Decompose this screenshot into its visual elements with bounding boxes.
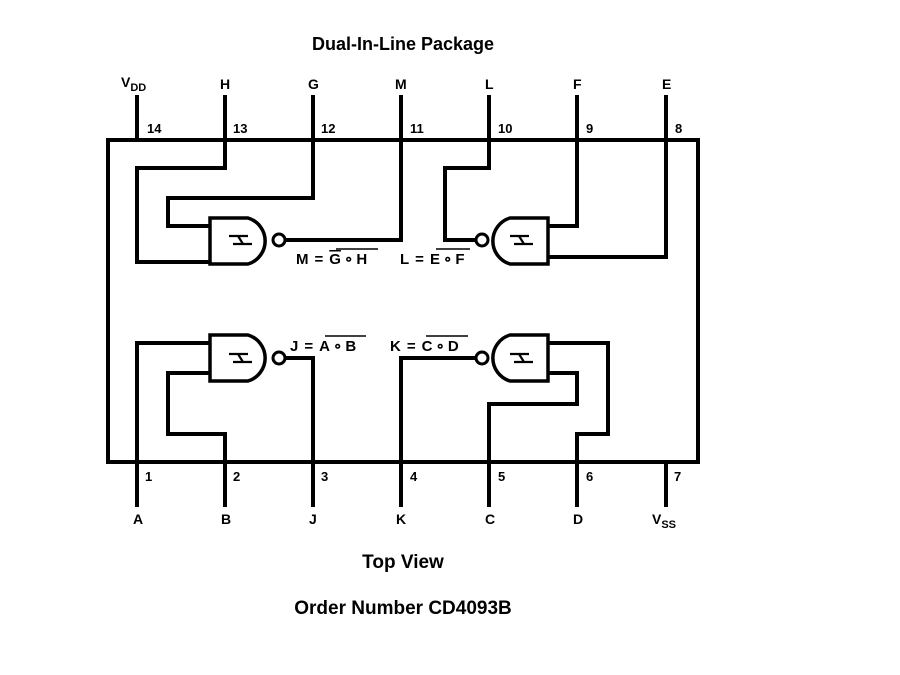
inverter-bubble — [474, 232, 490, 248]
wire-a-to-gate-j — [135, 341, 212, 464]
gate-l-equation: L=E∘F — [400, 251, 465, 268]
pin-5-number: 5 — [498, 469, 505, 484]
wire-g-to-gate-m — [166, 138, 315, 228]
bottom-pin-numbers: 1 2 3 4 5 6 7 — [145, 469, 681, 484]
pin-13-number: 13 — [233, 121, 247, 136]
gate-m-equation: M=G∘H — [296, 251, 367, 268]
gate-j-equation: J=A∘B — [290, 338, 356, 355]
pin-12-number: 12 — [321, 121, 335, 136]
pin-10-number: 10 — [498, 121, 512, 136]
pin-4-number: 4 — [410, 469, 418, 484]
pin-14-name: VDD — [121, 74, 146, 94]
inverter-bubble — [474, 350, 490, 366]
pin-5-name: C — [485, 511, 495, 527]
pin-6-number: 6 — [586, 469, 593, 484]
wire-gate-l-to-l — [443, 138, 491, 242]
gate-j-wiring — [135, 341, 315, 464]
gate-l-wiring — [443, 138, 668, 259]
pin-3-name: J — [309, 511, 317, 527]
pin-3-number: 3 — [321, 469, 328, 484]
wire-gate-m-to-m — [284, 138, 403, 242]
pin-2-name: B — [221, 511, 231, 527]
pin-9-number: 9 — [586, 121, 593, 136]
nand-gate-l-body — [491, 216, 550, 266]
pin-8-name: E — [662, 76, 671, 92]
diagram-title: Dual-In-Line Package — [311, 34, 495, 54]
pin-4-name: K — [396, 511, 406, 527]
top-pin-names: VDD H G M L F E — [121, 74, 671, 94]
schmitt-trigger-icon — [510, 352, 533, 364]
pin-12-name: G — [308, 76, 319, 92]
top-pin-leads — [135, 95, 668, 142]
bottom-pin-leads — [135, 460, 668, 507]
pin-1-name: A — [133, 511, 143, 527]
pin-2-number: 2 — [233, 469, 240, 484]
nand-gate-j-body — [208, 333, 267, 383]
gate-k-wiring — [399, 341, 610, 464]
wire-f-to-gate-l — [546, 138, 579, 228]
bottom-pin-names: A B J K C D VSS — [133, 511, 676, 531]
pin-11-number: 11 — [410, 121, 424, 136]
schmitt-trigger-icon — [510, 234, 533, 246]
gate-k — [474, 333, 550, 383]
pin-13-name: H — [220, 76, 230, 92]
pin-14-number: 14 — [147, 121, 162, 136]
inverter-bubble — [271, 350, 287, 366]
wire-c-to-gate-k — [487, 371, 579, 464]
pin-1-number: 1 — [145, 469, 152, 484]
top-pin-numbers: 14 13 12 11 10 9 8 — [147, 121, 682, 136]
pin-10-name: L — [485, 76, 494, 92]
gate-m-wiring — [135, 138, 403, 264]
pin-7-name: VSS — [652, 511, 676, 531]
pin-8-number: 8 — [675, 121, 682, 136]
gate-j — [208, 333, 287, 383]
order-number-caption: Order Number CD4093B — [294, 598, 512, 619]
wire-h-to-gate-m — [135, 138, 227, 264]
wire-e-to-gate-l — [546, 138, 668, 259]
schmitt-trigger-icon — [229, 234, 252, 246]
pin-9-name: F — [573, 76, 582, 92]
pin-6-name: D — [573, 511, 583, 527]
wire-d-to-gate-k — [546, 341, 610, 464]
view-caption: Top View — [362, 552, 444, 573]
gate-l — [474, 216, 550, 266]
inverter-bubble — [271, 232, 287, 248]
pin-11-name: M — [395, 76, 407, 92]
wire-b-to-gate-j — [166, 371, 227, 464]
nand-gate-m-body — [208, 216, 267, 266]
gate-m — [208, 216, 287, 266]
pin-7-number: 7 — [674, 469, 681, 484]
wire-gate-j-to-j — [284, 356, 315, 464]
wire-gate-k-to-k — [399, 356, 479, 464]
schmitt-trigger-icon — [229, 352, 252, 364]
gate-k-equation: K=C∘D — [390, 338, 459, 355]
